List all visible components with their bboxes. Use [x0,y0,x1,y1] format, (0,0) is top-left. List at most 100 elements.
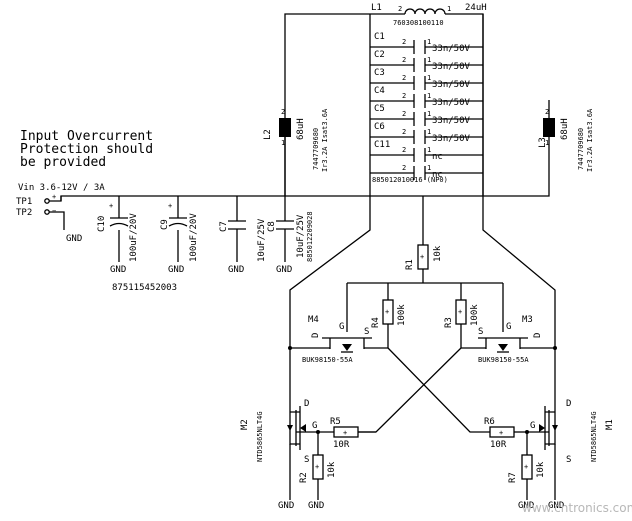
cross-coupling-a [387,347,490,433]
svg-text:+: + [315,463,319,471]
svg-text:G: G [339,322,344,332]
c9-ref: C9 [160,219,170,230]
gnd-c7: GND [228,265,244,275]
c7-ref: C7 [219,221,229,232]
svg-text:1: 1 [545,139,549,147]
c10-value: 100uF/20V [129,213,139,262]
svg-text:nc: nc [432,170,443,180]
resistor-r7: + R7 10k GND [508,432,546,511]
r6-ref: R6 [484,417,495,427]
svg-text:1: 1 [281,139,285,147]
svg-text:2: 2 [402,146,406,154]
tp2-pad [44,209,50,215]
svg-text:D: D [311,333,321,338]
note-line-2: Protection should [20,142,153,157]
svg-text:C5: C5 [374,104,385,114]
watermark: www.cntronics.com [522,501,632,515]
svg-text:2: 2 [402,56,406,64]
m4-partnumber: BUK98150-55A [302,356,353,364]
r1-ref: R1 [405,259,415,270]
svg-text:D: D [533,333,543,338]
l2-spec: Ir3.2A Isat3.6A [321,108,329,172]
gnd-c10: GND [110,265,126,275]
svg-text:D: D [566,399,571,409]
input-capacitors: + C10 100uF/20V GND + C9 100uF/20V GND C… [97,196,314,293]
l2-ref: L2 [263,129,273,140]
r2-ref: R2 [299,472,309,483]
mosfet-m3: M3 G S D BUK98150-55A [461,282,557,364]
svg-text:+: + [343,429,347,437]
svg-text:2: 2 [402,128,406,136]
svg-text:33n/50V: 33n/50V [432,62,471,72]
gnd-input: GND [66,234,82,244]
resistor-r1: + R1 10k [347,244,461,284]
svg-text:33n/50V: 33n/50V [432,116,471,126]
c7-value: 10uF/25V [257,218,267,262]
svg-text:C11: C11 [374,140,390,150]
svg-text:2: 2 [402,38,406,46]
cross-coupling-b [358,347,462,433]
svg-text:G: G [530,421,535,431]
note-line-1: Input Overcurrent [20,129,153,144]
r7-ref: R7 [508,472,518,483]
svg-text:−: − [52,207,56,215]
resistor-r2: + R2 10k GND [299,432,337,511]
mosfet-m1: D G S M1 NTD5865NLT4G GND [527,399,615,511]
c10-ref: C10 [97,216,107,232]
cap-bank-partnumber: 885012010016 (NP0) [372,176,448,184]
r2-value: 10k [327,461,337,478]
cap-row-nc: 2 1nc [370,164,483,180]
svg-text:2: 2 [398,5,402,13]
l3-spec: Ir3.2A Isat3.6A [586,108,594,172]
tp2-label: TP2 [16,208,32,218]
input-terminals: TP1 TP2 + − [16,193,56,218]
gnd-m2: GND [278,501,294,511]
resistor-r5: + R5 10R [316,417,376,450]
svg-text:2: 2 [402,164,406,172]
l3-partnumber: 7447709680 [577,128,585,170]
svg-text:2: 2 [545,108,549,116]
svg-text:C4: C4 [374,86,385,96]
svg-text:1: 1 [427,164,431,172]
l2-partnumber: 7447709680 [312,128,320,170]
l1-value: 24uH [465,3,487,13]
svg-text:C3: C3 [374,68,385,78]
svg-text:33n/50V: 33n/50V [432,98,471,108]
svg-text:1: 1 [427,92,431,100]
c8-ref: C8 [267,221,277,232]
svg-text:1: 1 [427,56,431,64]
l1-ref: L1 [371,3,382,13]
m3-ref: M3 [522,315,533,325]
gnd-c8: GND [276,265,292,275]
gnd-c9: GND [168,265,184,275]
m2-partnumber: NTD5865NLT4G [256,411,264,462]
svg-text:C2: C2 [374,50,385,60]
svg-text:2: 2 [402,74,406,82]
cap-partnumber: 875115452003 [112,283,177,293]
overcurrent-note: Input Overcurrent Protection should be p… [20,129,153,170]
l3-feed [285,137,550,197]
tank-right-drain [482,178,556,400]
svg-text:1: 1 [427,38,431,46]
svg-text:+: + [168,202,172,210]
svg-text:S: S [566,455,571,465]
inductor-l2: 2 1 L2 68uH 7447709680 Ir3.2A Isat3.6A [263,108,329,196]
supply-rail-top [49,13,370,202]
gnd-m1: GND [548,501,564,511]
resistor-r6: + R6 10R [484,417,529,450]
gnd-r2: GND [308,501,324,511]
svg-text:G: G [312,421,317,431]
svg-text:+: + [109,202,113,210]
note-line-3: be provided [20,155,106,170]
svg-text:S: S [364,327,369,337]
svg-text:1: 1 [427,146,431,154]
c8-partnumber: 885012209028 [306,211,314,262]
svg-text:33n/50V: 33n/50V [432,80,471,90]
r5-ref: R5 [330,417,341,427]
svg-text:+: + [420,253,424,261]
